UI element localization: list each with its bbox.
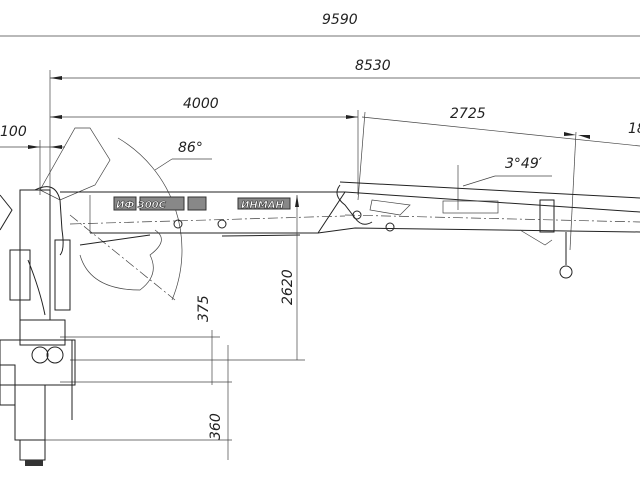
dim-text-3deg49: 3°49′ bbox=[505, 156, 543, 172]
dimension-boom-height: 2620 bbox=[70, 195, 305, 361]
dim-text-18: 18 bbox=[628, 121, 640, 137]
dimension-extensions: 2725 18 bbox=[357, 106, 640, 251]
dim-text-100: 100 bbox=[0, 124, 27, 140]
dimension-main-boom: 4000 bbox=[50, 96, 359, 195]
dim-text-86deg: 86° bbox=[178, 140, 203, 156]
raised-boom-outline bbox=[39, 127, 111, 201]
boom-label-model: ИФ 300С bbox=[116, 200, 167, 211]
dim-text-9590: 9590 bbox=[322, 12, 358, 28]
boom-label-brand: ИНМАН bbox=[241, 200, 284, 211]
dimension-offset: 100 bbox=[0, 124, 65, 195]
dimension-boom-reach: 8530 bbox=[49, 58, 640, 195]
main-boom: ИФ 300С ИНМАН bbox=[60, 191, 346, 246]
dimension-total-length: 9590 bbox=[0, 12, 640, 37]
lift-angle-arc: 86° bbox=[117, 137, 212, 301]
extension-angle: 3°49′ bbox=[457, 156, 552, 210]
dim-text-4000: 4000 bbox=[183, 96, 219, 112]
dimension-base-heights: 375 360 bbox=[40, 295, 232, 460]
dim-text-2620: 2620 bbox=[280, 269, 296, 305]
crane-column-base bbox=[0, 186, 76, 466]
dim-text-8530: 8530 bbox=[355, 58, 391, 74]
dim-text-360: 360 bbox=[208, 413, 224, 440]
telescopic-boom bbox=[317, 181, 640, 279]
dim-text-375: 375 bbox=[196, 295, 212, 322]
dim-text-2725: 2725 bbox=[450, 106, 486, 122]
